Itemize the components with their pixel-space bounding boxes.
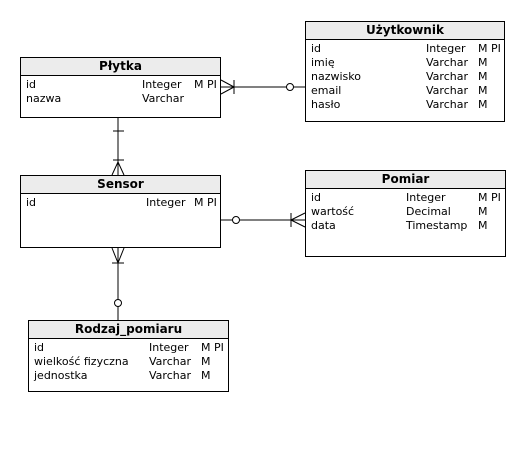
attribute-flags: M [478,98,488,111]
attribute-flags: M [478,205,488,218]
attribute-flags: M PI [201,341,224,354]
entity-title: Sensor [21,176,220,194]
attribute-flags: M PI [194,196,217,209]
attribute-type: Varchar [426,98,468,111]
entity-rodzaj-pomiaru[interactable]: Rodzaj_pomiaru id Integer M PI wielkość … [28,320,229,392]
entity-uzytkownik[interactable]: Użytkownik id Integer M PI imię Varchar … [305,21,505,122]
attribute-name: wartość [311,205,355,218]
attribute-flags: M [478,56,488,69]
entity-title: Pomiar [306,171,505,189]
attribute-flags: M PI [194,78,217,91]
attribute-name: nazwa [26,92,62,105]
attribute-name: nazwisko [311,70,361,83]
attribute-type: Integer [149,341,189,354]
attribute-row: wartość Decimal M [306,205,505,219]
attribute-type: Integer [146,196,186,209]
rel-sensor-rodzaj-pomiaru [111,247,125,320]
attribute-flags: M PI [478,42,501,55]
attribute-type: Integer [426,42,466,55]
attribute-row: nazwa Varchar [21,92,220,106]
attribute-type: Timestamp [406,219,468,232]
attribute-name: hasło [311,98,341,111]
attribute-type: Integer [142,78,182,91]
attribute-name: id [34,341,45,354]
entity-sensor[interactable]: Sensor id Integer M PI [20,175,221,248]
attribute-name: email [311,84,342,97]
attribute-name: id [26,196,37,209]
attribute-row: email Varchar M [306,84,504,98]
attribute-row: nazwisko Varchar M [306,70,504,84]
attribute-row: id Integer M PI [306,42,504,56]
attribute-name: id [26,78,37,91]
attribute-type: Decimal [406,205,451,218]
attribute-name: wielkość fizyczna [34,355,129,368]
attribute-name: id [311,42,322,55]
attribute-flags: M PI [478,191,501,204]
attribute-row: hasło Varchar M [306,98,504,112]
attribute-flags: M [478,84,488,97]
attribute-row: imię Varchar M [306,56,504,70]
attribute-row: id Integer M PI [29,341,228,355]
attribute-name: id [311,191,322,204]
attribute-type: Varchar [426,84,468,97]
entity-title: Płytka [21,58,220,76]
entity-title: Użytkownik [306,22,504,40]
attribute-type: Varchar [426,56,468,69]
entity-pomiar[interactable]: Pomiar id Integer M PI wartość Decimal M… [305,170,506,257]
attribute-row: jednostka Varchar M [29,369,228,383]
attribute-row: id Integer M PI [21,196,220,210]
rel-sensor-pomiar [221,212,306,228]
attribute-name: data [311,219,336,232]
entity-title: Rodzaj_pomiaru [29,321,228,339]
attribute-type: Integer [406,191,446,204]
attribute-flags: M [478,70,488,83]
attribute-type: Varchar [142,92,184,105]
attribute-flags: M [201,369,211,382]
rel-plytka-uzytkownik [220,79,305,95]
attribute-name: jednostka [34,369,88,382]
attribute-flags: M [201,355,211,368]
rel-plytka-sensor [111,117,125,176]
attribute-row: data Timestamp M [306,219,505,233]
attribute-flags: M [478,219,488,232]
attribute-type: Varchar [149,355,191,368]
attribute-row: id Integer M PI [21,78,220,92]
entity-plytka[interactable]: Płytka id Integer M PI nazwa Varchar [20,57,221,118]
attribute-type: Varchar [149,369,191,382]
attribute-row: wielkość fizyczna Varchar M [29,355,228,369]
attribute-name: imię [311,56,335,69]
attribute-row: id Integer M PI [306,191,505,205]
attribute-type: Varchar [426,70,468,83]
